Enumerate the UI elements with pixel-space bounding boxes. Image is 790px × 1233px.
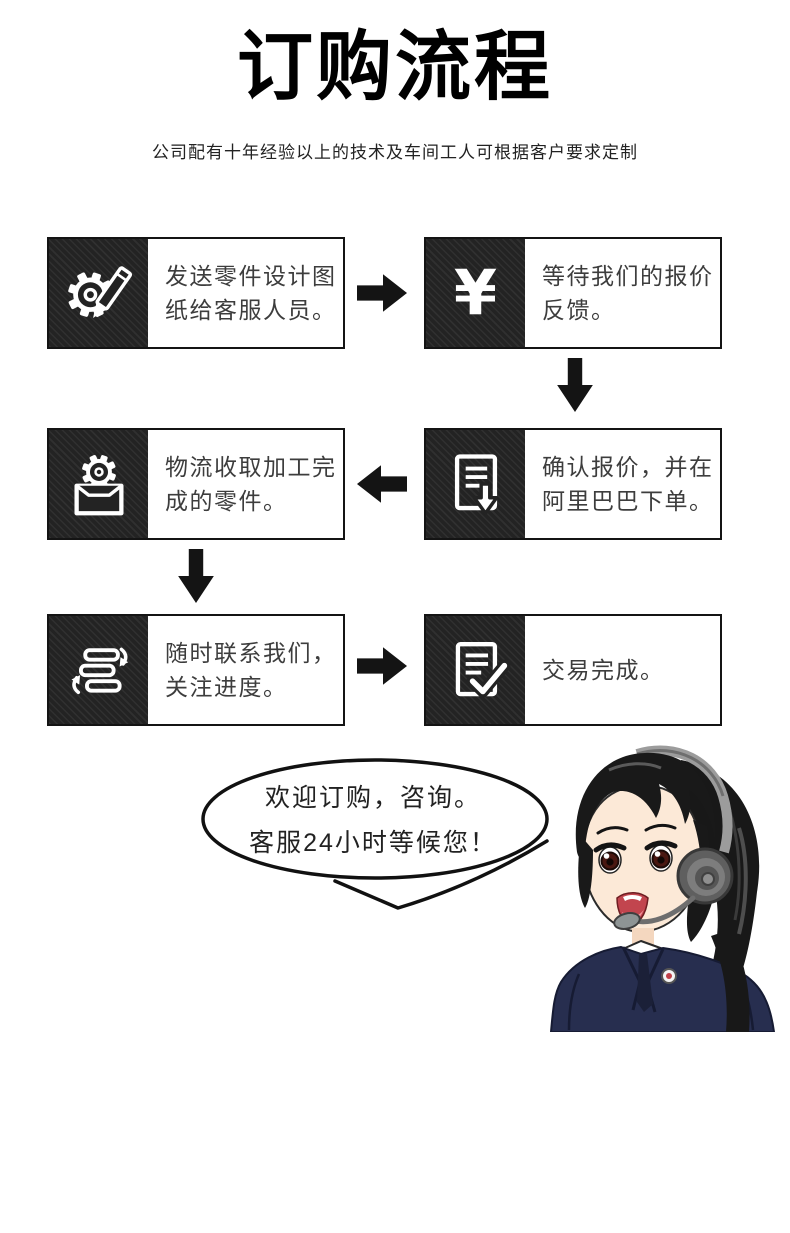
package-gear-icon	[49, 430, 148, 538]
flow-arrow-left-1	[357, 465, 407, 503]
flow-arrow-down-1	[557, 358, 593, 412]
yen-glyph: ¥	[453, 256, 498, 329]
gear-pencil-icon	[49, 239, 148, 347]
bubble-line-2: 客服24小时等候您！	[249, 829, 497, 857]
document-download-icon	[426, 430, 525, 538]
yen-icon: ¥	[426, 239, 525, 347]
flow-step-4: 物流收取加工完 成的零件。	[47, 428, 345, 540]
document-check-icon	[426, 616, 525, 724]
flow-arrow-down-2	[178, 549, 214, 603]
step-line: 随时联系我们，	[165, 640, 337, 666]
flow-step-5: 随时联系我们， 关注进度。	[47, 614, 345, 726]
bubble-line-1: 欢迎订购，咨询。	[264, 784, 481, 812]
step-text: 交易完成。	[525, 616, 720, 724]
sync-list-icon	[49, 616, 148, 724]
page-subtitle: 公司配有十年经验以上的技术及车间工人可根据客户要求定制	[152, 143, 638, 162]
flow-step-6: 交易完成。	[424, 614, 722, 726]
step-line: 关注进度。	[165, 674, 288, 700]
step-line: 确认报价，并在	[542, 454, 714, 480]
flow-step-1: 发送零件设计图 纸给客服人员。	[47, 237, 345, 349]
step-line: 发送零件设计图	[165, 263, 337, 289]
step-line: 反馈。	[542, 297, 616, 323]
customer-service-avatar	[549, 745, 776, 1032]
speech-bubble-text: 欢迎订购，咨询。 客服24小时等候您！	[203, 776, 543, 866]
step-line: 阿里巴巴下单。	[542, 488, 714, 514]
page-title: 订购流程	[237, 25, 553, 110]
step-text: 等待我们的报价 反馈。	[525, 239, 720, 347]
step-line: 成的零件。	[165, 488, 288, 514]
step-line: 纸给客服人员。	[165, 297, 337, 323]
speech-bubble	[201, 758, 549, 910]
step-text: 随时联系我们， 关注进度。	[148, 616, 343, 724]
step-line: 物流收取加工完	[165, 454, 337, 480]
flow-step-3: 确认报价，并在 阿里巴巴下单。	[424, 428, 722, 540]
step-text: 确认报价，并在 阿里巴巴下单。	[525, 430, 720, 538]
step-text: 物流收取加工完 成的零件。	[148, 430, 343, 538]
flow-step-2: ¥ 等待我们的报价 反馈。	[424, 237, 722, 349]
step-line: 交易完成。	[542, 657, 665, 683]
step-text: 发送零件设计图 纸给客服人员。	[148, 239, 343, 347]
flow-arrow-right-1	[357, 274, 407, 312]
flow-arrow-right-2	[357, 647, 407, 685]
step-line: 等待我们的报价	[542, 263, 714, 289]
